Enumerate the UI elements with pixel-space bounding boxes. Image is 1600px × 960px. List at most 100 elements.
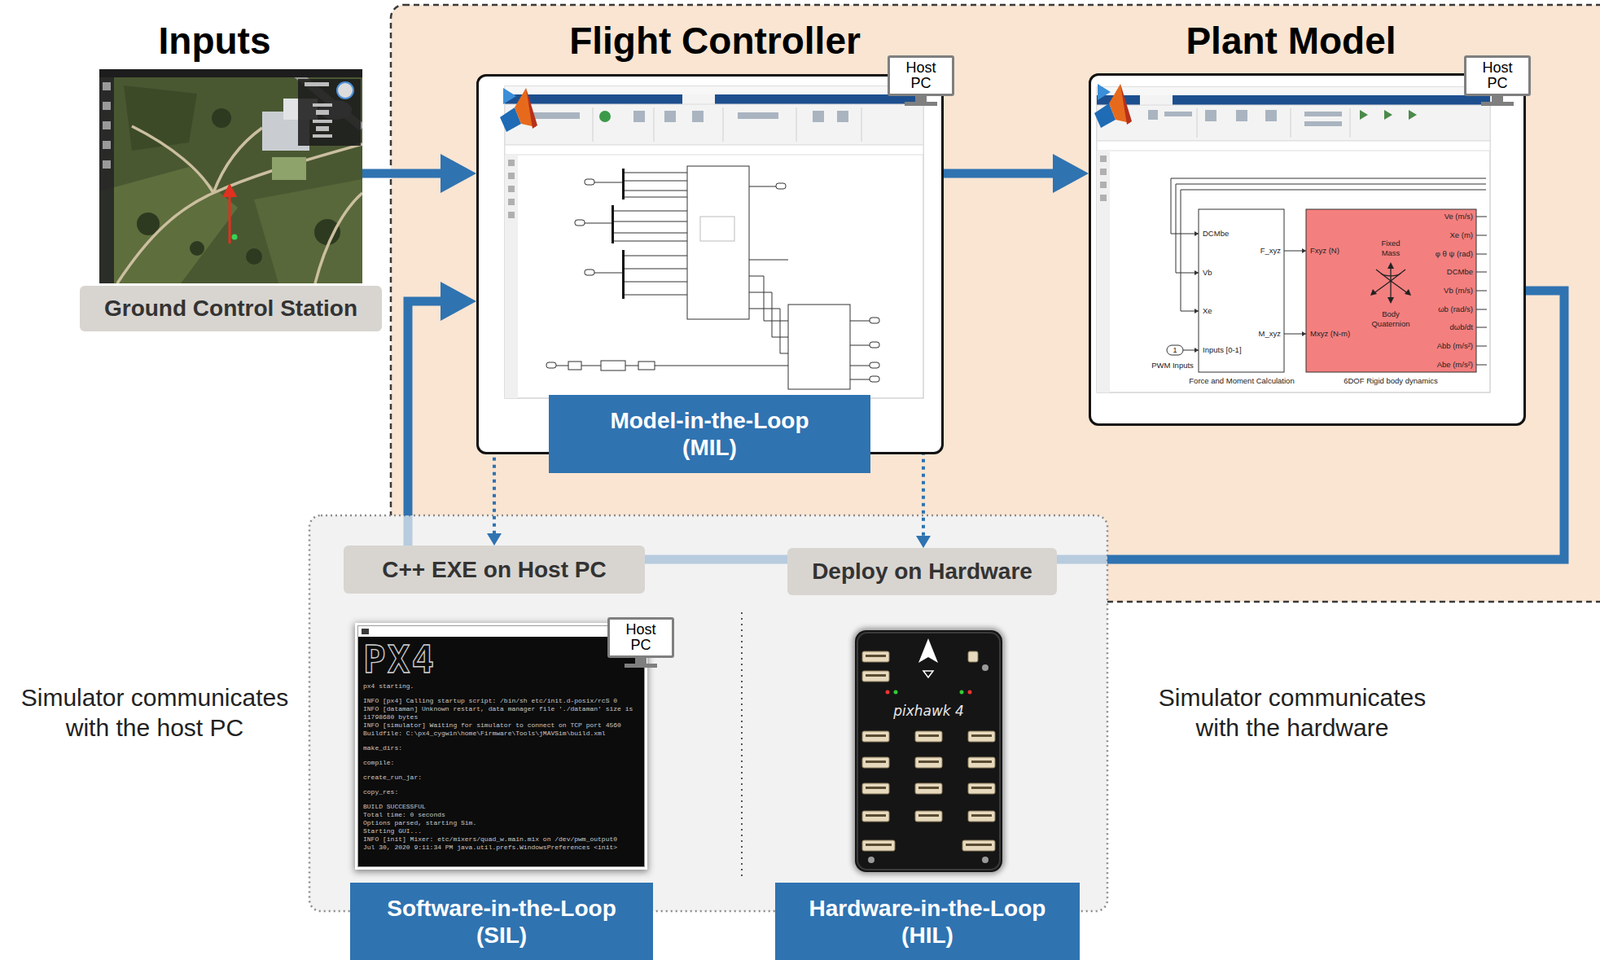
flight-board-part	[981, 856, 989, 864]
flight-board	[854, 630, 1003, 873]
section-heading: Plant Model	[1074, 17, 1508, 64]
monitor-stand-part	[635, 657, 647, 664]
simulink-screenshot-part	[1096, 150, 1110, 393]
stage-box: Hardware-in-the-Loop (HIL)	[775, 882, 1080, 960]
simulink-screenshot-part	[526, 87, 538, 129]
map-view-part	[99, 77, 114, 284]
map-view-part	[213, 127, 263, 193]
simulink-screenshot-part	[1387, 262, 1394, 269]
simulink-screenshot-part	[613, 172, 688, 295]
flight-board-part	[862, 651, 890, 662]
simulink-screenshot-part	[638, 361, 655, 370]
simulink-screenshot-part	[850, 320, 870, 380]
simulink-screenshot-part	[1301, 248, 1307, 254]
board-brand: pixhawk 4	[854, 701, 1003, 720]
simulink-screenshot-part	[869, 317, 880, 324]
simulink-screenshot-part	[1350, 108, 1351, 138]
flight-board-part	[962, 840, 996, 851]
monitor-stand-part	[904, 101, 938, 106]
stage-label: Model-in-the-Loop (MIL)	[587, 407, 833, 461]
stage-box: Software-in-the-Loop (SIL)	[350, 882, 654, 960]
simulink-screenshot-part	[530, 110, 849, 123]
simulink-screenshot-part	[812, 110, 825, 123]
flight-board-part	[867, 856, 875, 864]
stage-label: Hardware-in-the-Loop (HIL)	[805, 894, 1050, 949]
ground-control-station: InputsGround Control Station	[99, 69, 363, 284]
model-signal-label: Vb	[1202, 267, 1236, 278]
simulink-screenshot-part	[687, 166, 750, 320]
simulink-screenshot-part	[737, 112, 779, 119]
flight-board-part	[894, 690, 899, 695]
annotation: Simulator communicates with the hardware	[1137, 682, 1447, 743]
simulink-screenshot-part	[611, 205, 614, 244]
simulink-screenshot-part	[568, 361, 582, 370]
simulink-screenshot-part	[1387, 297, 1394, 304]
simulink-screenshot-part	[584, 269, 595, 276]
map-view-part	[312, 119, 333, 123]
map-view-part	[254, 179, 363, 284]
simulink-screenshot-part	[504, 154, 518, 399]
simulink-screenshot-part	[1120, 83, 1132, 125]
map-view-part	[117, 126, 363, 284]
simulink-screenshot-part	[600, 360, 626, 371]
monitor-stand	[609, 655, 672, 669]
map-view-part	[102, 121, 111, 130]
model-signal-label: Fxyz (N)	[1310, 245, 1368, 256]
model-signal-label: Ve (m/s)	[1399, 211, 1473, 222]
console-line: px4 starting.	[363, 682, 640, 691]
map-view-part	[117, 144, 363, 284]
console-titlebar-part	[358, 626, 645, 637]
simulink-screenshot-part	[861, 107, 863, 142]
connector	[943, 153, 1089, 193]
simulink-screenshot-part	[749, 186, 789, 354]
simulink-screenshot-part	[1148, 109, 1342, 127]
model-signal-label: Inputs [0-1]	[1202, 345, 1260, 356]
flight-board-part	[915, 731, 943, 742]
arrowhead	[1052, 153, 1089, 193]
simulink-screenshot-part	[574, 219, 585, 226]
map-view-part	[337, 82, 354, 99]
flight-board-part	[865, 654, 886, 658]
flight-board-part	[915, 810, 943, 822]
host-pc-label: Host PC	[622, 622, 660, 654]
flight-board-part	[862, 757, 890, 768]
map-view-part	[271, 157, 307, 180]
simulink-screenshot-part	[1096, 87, 1491, 393]
station-label: Ground Control Station	[79, 285, 382, 332]
stage-label: Software-in-the-Loop (SIL)	[379, 894, 624, 949]
model-signal-label: ωb (rad/s)	[1399, 304, 1473, 315]
simulink-screenshot-part	[1170, 178, 1487, 234]
plant-model-panel: Plant ModelHost PCDCMbeVbXeInputs [0-1]1…	[1088, 73, 1526, 426]
monitor-stand-part	[624, 663, 658, 668]
map-view-part	[222, 183, 237, 198]
model-signal-label: dωb/dt	[1399, 322, 1473, 333]
map-view-part	[314, 219, 341, 246]
host-pc-icon: Host PC	[1464, 55, 1531, 97]
flight-board-part	[862, 810, 890, 822]
model-signal-label: F_xyz	[1240, 245, 1281, 256]
simulink-screenshot-part	[530, 112, 580, 119]
simulink-screenshot-part	[508, 211, 515, 219]
flight-board-part	[918, 734, 939, 737]
simulink-screenshot-part	[1100, 155, 1107, 163]
arrowhead	[440, 281, 477, 321]
map-view-part	[228, 192, 232, 244]
simulink-screenshot-part	[1194, 270, 1199, 276]
simulink-screenshot-part	[1196, 108, 1198, 138]
simulink-screenshot-part	[1100, 155, 1107, 202]
simulink-screenshot-part	[633, 110, 645, 123]
map-view-part	[304, 82, 329, 87]
simulink-screenshot-part	[1194, 347, 1199, 353]
simulink-screenshot-part	[1284, 250, 1307, 334]
flight-board-part	[971, 734, 992, 737]
flight-board-part	[885, 690, 890, 695]
simulink-screenshot-part	[584, 179, 595, 185]
simulink-screenshot-part	[1139, 95, 1173, 106]
simulink-screenshot-part	[556, 365, 789, 367]
model-signal-label: φ θ ψ (rad)	[1399, 249, 1473, 259]
simulink-screenshot-part	[1196, 108, 1351, 138]
flight-board-part	[968, 651, 978, 662]
simulink-screenshot-part	[1164, 111, 1193, 117]
flight-board-part	[968, 757, 996, 768]
map-view-part	[189, 241, 205, 256]
